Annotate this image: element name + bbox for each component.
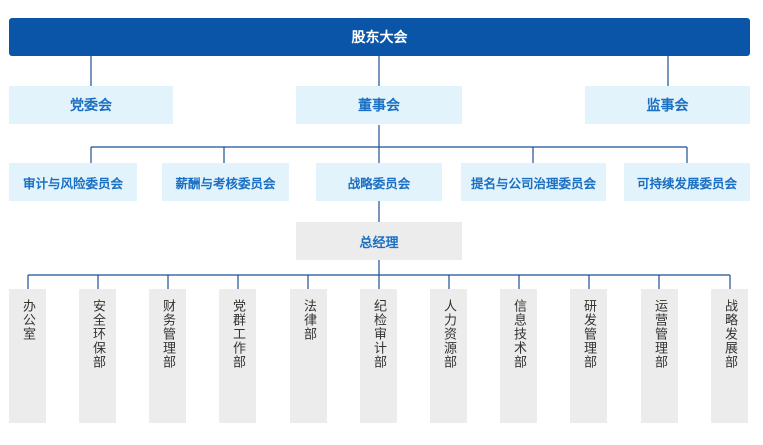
- audit-risk-committee-node: 审计与风险委员会: [9, 163, 137, 201]
- department-label: 办公室: [20, 299, 35, 341]
- department-label: 法律部: [301, 299, 316, 341]
- department-label: 战略发展部: [722, 299, 737, 369]
- nomination-governance-committee-node: 提名与公司治理委员会: [461, 163, 606, 201]
- department-label: 人力资源部: [441, 299, 456, 369]
- department-node: 办公室: [9, 289, 46, 423]
- department-node: 法律部: [290, 289, 327, 423]
- department-label: 研发管理部: [581, 299, 596, 369]
- department-node: 运营管理部: [641, 289, 678, 423]
- strategy-committee-node: 战略委员会: [316, 163, 442, 201]
- compensation-committee-node: 薪酬与考核委员会: [162, 163, 289, 201]
- sustainability-committee-node: 可持续发展委员会: [624, 163, 750, 201]
- board-of-directors-node: 董事会: [296, 86, 462, 124]
- department-label: 纪检审计部: [371, 299, 386, 369]
- department-label: 信息技术部: [511, 299, 526, 369]
- department-node: 战略发展部: [711, 289, 748, 423]
- supervisory-board-node: 监事会: [585, 86, 750, 124]
- department-node: 研发管理部: [570, 289, 607, 423]
- department-label: 安全环保部: [90, 299, 105, 369]
- shareholders-meeting-node: 股东大会: [9, 18, 750, 56]
- department-label: 党群工作部: [230, 299, 245, 369]
- department-node: 纪检审计部: [360, 289, 397, 423]
- department-node: 人力资源部: [430, 289, 467, 423]
- general-manager-node: 总经理: [296, 222, 462, 260]
- department-node: 信息技术部: [500, 289, 537, 423]
- party-committee-node: 党委会: [9, 86, 173, 124]
- department-node: 党群工作部: [219, 289, 256, 423]
- department-node: 安全环保部: [79, 289, 116, 423]
- department-node: 财务管理部: [149, 289, 186, 423]
- department-label: 财务管理部: [160, 299, 175, 369]
- department-label: 运营管理部: [652, 299, 667, 369]
